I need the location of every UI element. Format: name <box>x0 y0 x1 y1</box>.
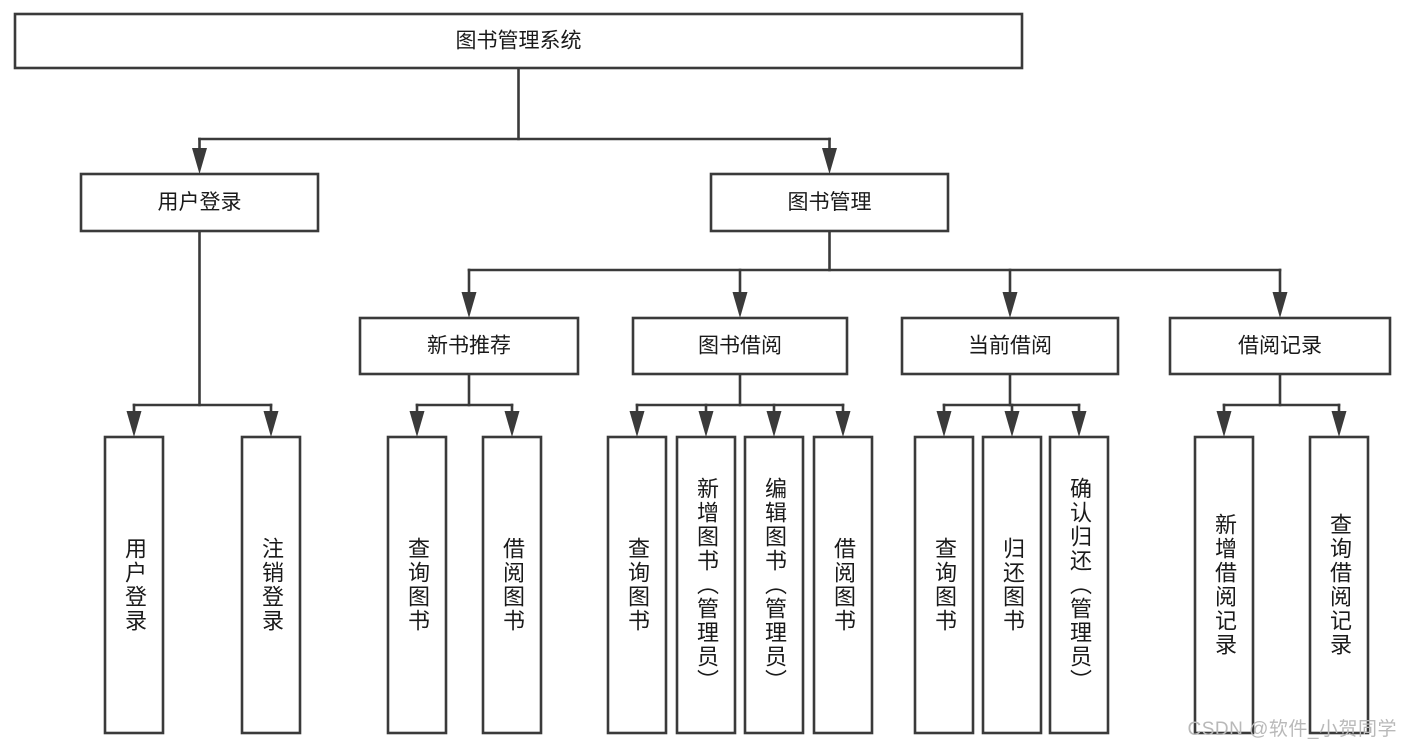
arrow-head-icon <box>766 411 782 437</box>
arrow-head-icon <box>1071 411 1087 437</box>
node-root[interactable] <box>13 12 1024 70</box>
node-current-borrow[interactable] <box>900 316 1120 376</box>
node-box <box>240 435 302 735</box>
node-label: 当前借阅 <box>968 335 1052 358</box>
node-user-login[interactable] <box>79 172 320 233</box>
arrow-head-icon <box>1272 292 1288 318</box>
connectors-layer <box>126 66 1347 437</box>
csdn-watermark: CSDN @软件_小贺同学 <box>1187 719 1397 740</box>
node-leaf-edit-book[interactable] <box>743 435 805 735</box>
node-book-manage[interactable] <box>709 172 950 233</box>
node-box <box>481 435 543 735</box>
arrow-head-icon <box>504 411 520 437</box>
node-box <box>743 435 805 735</box>
node-box <box>981 435 1043 735</box>
node-leaf-borrow-book-1[interactable] <box>481 435 543 735</box>
node-box <box>13 12 1024 70</box>
node-box <box>709 172 950 233</box>
arrow-head-icon <box>1002 292 1018 318</box>
node-box <box>1308 435 1370 735</box>
node-leaf-borrow-book-2[interactable] <box>812 435 874 735</box>
node-leaf-return-book[interactable] <box>981 435 1043 735</box>
arrow-head-icon <box>1331 411 1347 437</box>
node-label: 图书管理系统 <box>456 30 582 53</box>
node-box <box>812 435 874 735</box>
node-box <box>358 316 580 376</box>
arrow-head-icon <box>936 411 952 437</box>
node-new-book-recommend[interactable] <box>358 316 580 376</box>
node-label: 新书推荐 <box>427 335 511 358</box>
node-box <box>103 435 165 735</box>
arrow-head-icon <box>409 411 425 437</box>
node-box <box>1168 316 1392 376</box>
node-leaf-user-login[interactable] <box>103 435 165 735</box>
arrow-head-icon <box>126 411 142 437</box>
node-box <box>900 316 1120 376</box>
arrow-head-icon <box>698 411 714 437</box>
node-box <box>631 316 849 376</box>
node-box <box>606 435 668 735</box>
arrow-head-icon <box>263 411 279 437</box>
node-leaf-query-book-1[interactable] <box>386 435 448 735</box>
node-label: 图书管理 <box>788 191 872 214</box>
node-box <box>675 435 737 735</box>
arrow-head-icon <box>732 292 748 318</box>
node-box <box>913 435 975 735</box>
node-borrow-record[interactable] <box>1168 316 1392 376</box>
node-leaf-query-record[interactable] <box>1308 435 1370 735</box>
node-book-borrow[interactable] <box>631 316 849 376</box>
node-leaf-query-book-3[interactable] <box>913 435 975 735</box>
node-leaf-add-record[interactable] <box>1193 435 1255 735</box>
arrow-head-icon <box>1216 411 1232 437</box>
node-leaf-query-book-2[interactable] <box>606 435 668 735</box>
node-label: 图书借阅 <box>698 335 782 358</box>
arrow-head-icon <box>822 148 837 174</box>
arrow-head-icon <box>1004 411 1020 437</box>
node-label: 用户登录 <box>158 191 242 214</box>
node-box <box>1048 435 1110 735</box>
node-leaf-user-logout[interactable] <box>240 435 302 735</box>
arrow-head-icon <box>629 411 645 437</box>
node-label: 借阅记录 <box>1238 335 1322 358</box>
arrow-head-icon <box>835 411 851 437</box>
node-box <box>386 435 448 735</box>
arrow-head-icon <box>192 148 207 174</box>
node-box <box>1193 435 1255 735</box>
node-leaf-add-book[interactable] <box>675 435 737 735</box>
node-leaf-confirm-return[interactable] <box>1048 435 1110 735</box>
arrow-head-icon <box>461 292 477 318</box>
node-box <box>79 172 320 233</box>
